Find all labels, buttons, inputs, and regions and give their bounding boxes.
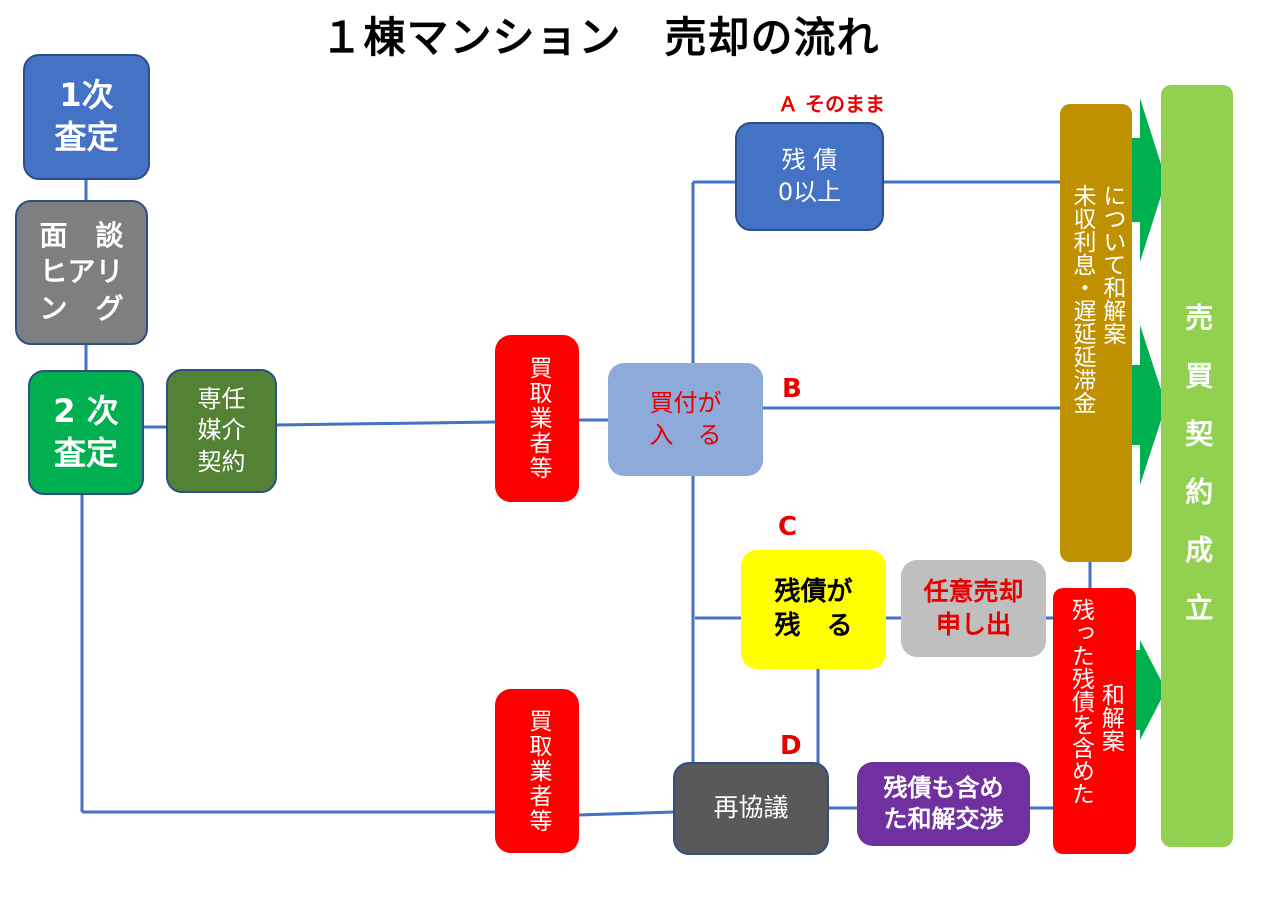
debt-settlement-label: 残債も含め た和解交渉 (883, 773, 1004, 833)
label-c: C (778, 512, 798, 542)
connector-line (275, 420, 497, 427)
second-assessment-box: 2 次 査定 (28, 370, 144, 495)
arrow-right-icon (1135, 640, 1166, 740)
debt-remains-label: 残債が 残 る (774, 576, 853, 641)
buyer-top-label: 買取業者等 (524, 356, 551, 481)
remaining-debt-label-col2: 和解案 (1097, 683, 1124, 752)
debt-remains-box: 残債が 残 る (741, 550, 886, 669)
connector-line (577, 810, 675, 817)
sale-contract-box: 売買契約成立 (1161, 85, 1233, 847)
remaining-debt-label-col1: 残った残債を含めた (1067, 598, 1094, 805)
label-a: Ａ そのまま (778, 92, 885, 116)
renegotiation-box: 再協議 (673, 762, 829, 855)
unpaid-interest-box: 未収利息・遅延延滞金 について和解案 (1060, 104, 1132, 562)
buyer-bottom-box: 買取業者等 (495, 689, 579, 853)
debt-settlement-box: 残債も含め た和解交渉 (857, 762, 1030, 846)
unpaid-interest-label-col1: 未収利息・遅延延滞金 (1069, 184, 1095, 414)
sale-contract-label: 売買契約成立 (1181, 303, 1215, 651)
first-assessment-box: 1次 査定 (23, 54, 150, 180)
voluntary-sale-label: 任意売却 申し出 (923, 577, 1024, 639)
label-d: D (780, 731, 802, 761)
offer-label: 買付が 入 る (649, 389, 722, 449)
voluntary-sale-box: 任意売却 申し出 (901, 560, 1046, 657)
arrow-right-icon (1130, 325, 1166, 485)
offer-box: 買付が 入 る (608, 363, 763, 476)
arrow-right-icon (1130, 98, 1166, 262)
exclusive-contract-label: 専任 媒介 契約 (197, 385, 246, 476)
interview-box: 面 談 ヒアリ ン グ (15, 200, 148, 345)
first-assessment-label: 1次 査定 (54, 76, 119, 156)
renegotiation-label: 再協議 (713, 793, 789, 823)
page-title: １棟マンション 売却の流れ (320, 13, 880, 62)
second-assessment-label: 2 次 査定 (53, 391, 119, 472)
buyer-bottom-label: 買取業者等 (524, 708, 551, 834)
exclusive-contract-box: 専任 媒介 契約 (166, 369, 277, 493)
unpaid-interest-label-col2: について和解案 (1098, 184, 1125, 345)
debt-zero-label: 残 債 0以上 (777, 146, 842, 206)
remaining-debt-box: 残った残債を含めた 和解案 (1053, 588, 1136, 854)
label-b: B (782, 374, 802, 404)
buyer-top-box: 買取業者等 (495, 335, 579, 502)
debt-zero-box: 残 債 0以上 (735, 122, 884, 231)
interview-label: 面 談 ヒアリ ン グ (39, 218, 124, 325)
